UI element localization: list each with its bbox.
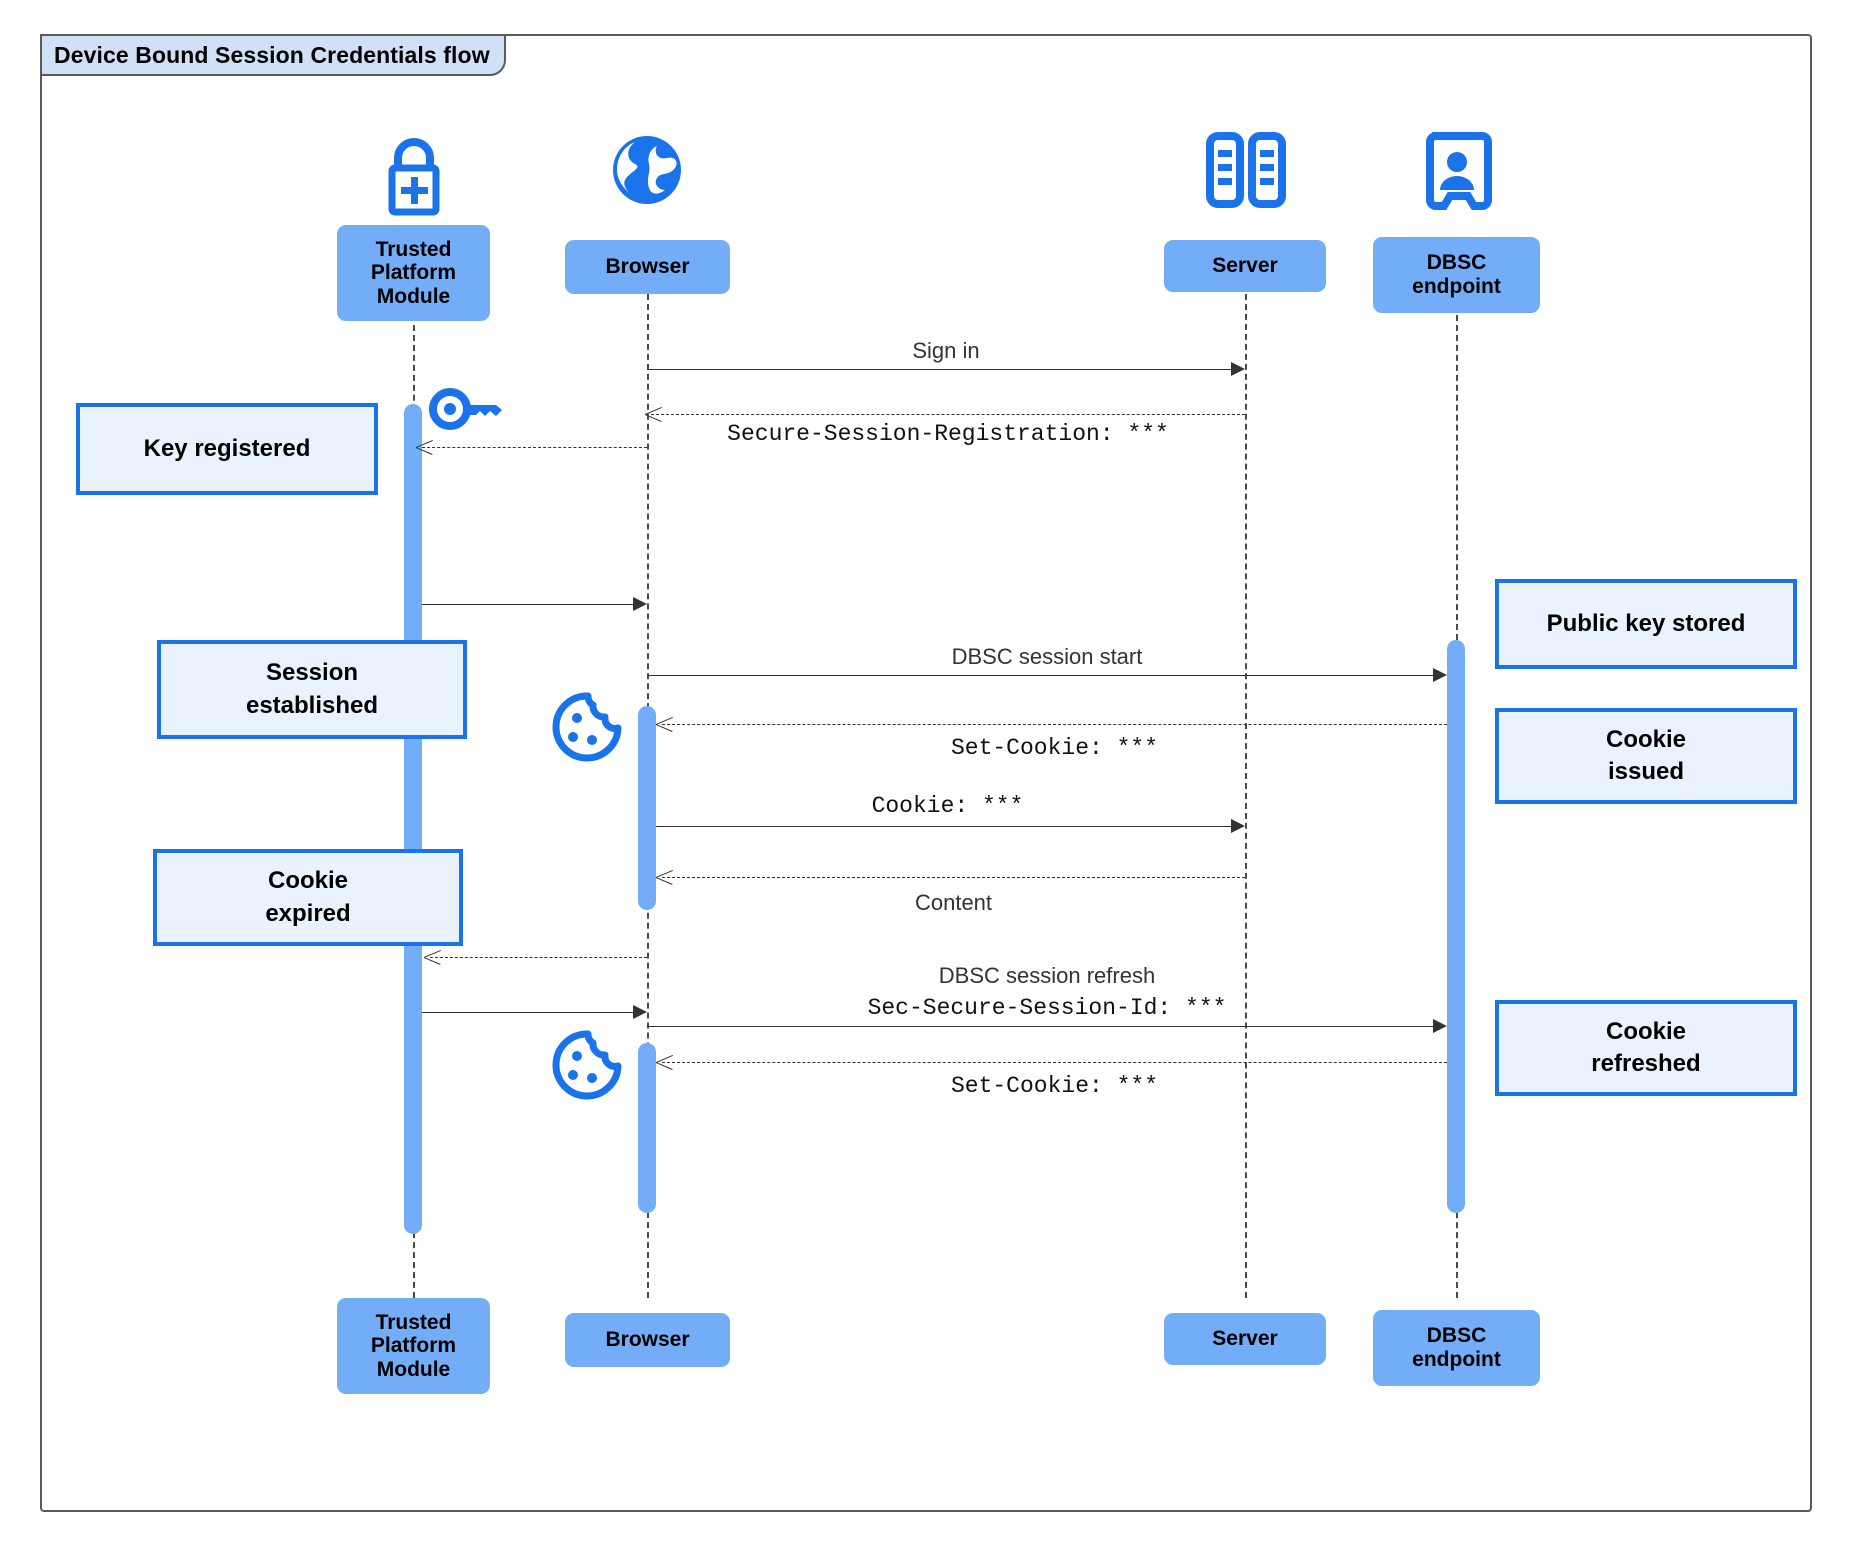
arrowhead-left-open bbox=[416, 439, 432, 455]
participant-label-line: Browser bbox=[605, 1328, 690, 1352]
message-line-register-key bbox=[422, 447, 647, 448]
message-label-secure-session-registration: Secure-Session-Registration: *** bbox=[727, 421, 1169, 447]
globe-icon bbox=[605, 128, 689, 212]
message-line-dbsc-session-refresh bbox=[647, 1026, 1437, 1027]
note-text-line: issued bbox=[1607, 758, 1685, 785]
arrowhead-left-open bbox=[645, 406, 661, 422]
participant-label-line: endpoint bbox=[1412, 275, 1501, 298]
message-label-dbsc-session-refresh: DBSC session refresh bbox=[938, 963, 1156, 988]
message-line-dbsc-session-start bbox=[647, 675, 1437, 676]
participant-label-line: DBSC bbox=[1426, 251, 1487, 275]
arrowhead-left-open bbox=[424, 949, 440, 965]
participant-label-line: Module bbox=[376, 284, 451, 308]
note-key-registered: Key registered bbox=[76, 403, 378, 495]
participant-bottom-tpm[interactable]: Trusted Platform Module bbox=[337, 1298, 490, 1394]
message-label-dbsc-session-start: DBSC session start bbox=[951, 644, 1143, 669]
message-line-set-cookie-2 bbox=[662, 1062, 1447, 1063]
note-text-line: expired bbox=[265, 899, 351, 927]
participant-label-line: Module bbox=[376, 1357, 451, 1381]
message-line-secure-session-registration bbox=[651, 414, 1245, 415]
note-text: Key registered bbox=[143, 434, 311, 462]
participant-label-line: Server bbox=[1212, 1327, 1278, 1351]
message-label-sec-secure-session-id: Sec-Secure-Session-Id: *** bbox=[867, 995, 1227, 1021]
participant-label-line: Server bbox=[1212, 254, 1278, 278]
note-text-line: Cookie bbox=[267, 867, 348, 895]
activation-tpm bbox=[404, 404, 422, 1234]
message-line-content bbox=[662, 877, 1245, 878]
participant-top-browser[interactable]: Browser bbox=[565, 240, 730, 294]
message-line-cookie-request bbox=[656, 826, 1239, 827]
cookie-icon bbox=[548, 690, 622, 764]
activation-browser-2 bbox=[638, 1043, 656, 1213]
note-text-line: Cookie bbox=[1605, 1017, 1686, 1045]
note-cookie-expired: Cookie expired bbox=[153, 849, 463, 946]
arrowhead-right bbox=[1231, 819, 1245, 833]
participant-label-line: Trusted bbox=[375, 237, 452, 261]
server-racks-icon bbox=[1200, 130, 1292, 212]
message-label-set-cookie-1: Set-Cookie: *** bbox=[950, 735, 1159, 761]
arrowhead-right bbox=[1433, 668, 1447, 682]
participant-label-line: endpoint bbox=[1412, 1348, 1501, 1371]
note-text-line: refreshed bbox=[1591, 1050, 1701, 1077]
participant-label-line: Platform bbox=[370, 1334, 457, 1358]
message-label-set-cookie-2: Set-Cookie: *** bbox=[950, 1073, 1159, 1099]
activation-browser-1 bbox=[638, 706, 656, 910]
activation-dbsc-1 bbox=[1447, 640, 1465, 1213]
arrowhead-right bbox=[633, 597, 647, 611]
key-icon bbox=[428, 380, 506, 438]
participant-label-line: Trusted bbox=[375, 1310, 452, 1334]
participant-label-line: Browser bbox=[605, 255, 690, 279]
participant-top-server[interactable]: Server bbox=[1164, 240, 1326, 292]
arrowhead-left-open bbox=[656, 1054, 672, 1070]
diagram-title-tab: Device Bound Session Credentials flow bbox=[40, 34, 506, 76]
note-cookie-issued: Cookie issued bbox=[1495, 708, 1797, 804]
message-label-content: Content bbox=[914, 890, 993, 915]
participant-bottom-dbsc[interactable]: DBSC endpoint bbox=[1373, 1310, 1540, 1386]
participant-bottom-browser[interactable]: Browser bbox=[565, 1313, 730, 1367]
id-badge-icon bbox=[1422, 130, 1492, 212]
message-line-key-return bbox=[422, 604, 641, 605]
participant-top-dbsc[interactable]: DBSC endpoint bbox=[1373, 237, 1540, 313]
message-line-sign-in bbox=[647, 369, 1239, 370]
participant-label-line: Platform bbox=[370, 261, 457, 285]
note-text: Public key stored bbox=[1546, 609, 1746, 637]
message-label-sign-in: Sign in bbox=[912, 338, 980, 363]
note-public-key-stored: Public key stored bbox=[1495, 579, 1797, 669]
message-line-refresh-signature bbox=[422, 1012, 641, 1013]
page-title: Device Bound Session Credentials flow bbox=[54, 41, 490, 68]
note-session-established: Session established bbox=[157, 640, 467, 739]
cookie-icon bbox=[548, 1028, 622, 1102]
arrowhead-right bbox=[1433, 1019, 1447, 1033]
arrowhead-right bbox=[633, 1005, 647, 1019]
lifeline-server bbox=[1245, 284, 1247, 1298]
message-label-cookie-request: Cookie: *** bbox=[871, 793, 1024, 819]
message-line-set-cookie-1 bbox=[662, 724, 1447, 725]
note-text-line: established bbox=[245, 691, 379, 719]
participant-top-tpm[interactable]: Trusted Platform Module bbox=[337, 225, 490, 321]
message-line-refresh-sign bbox=[430, 957, 647, 958]
note-text-line: Cookie bbox=[1605, 725, 1686, 753]
note-text-line: Session bbox=[265, 659, 359, 687]
lock-plus-icon bbox=[368, 128, 460, 218]
arrowhead-left-open bbox=[656, 716, 672, 732]
note-cookie-refreshed: Cookie refreshed bbox=[1495, 1000, 1797, 1096]
arrowhead-left-open bbox=[656, 869, 672, 885]
participant-label-line: DBSC bbox=[1426, 1324, 1487, 1348]
arrowhead-right bbox=[1231, 362, 1245, 376]
participant-bottom-server[interactable]: Server bbox=[1164, 1313, 1326, 1365]
